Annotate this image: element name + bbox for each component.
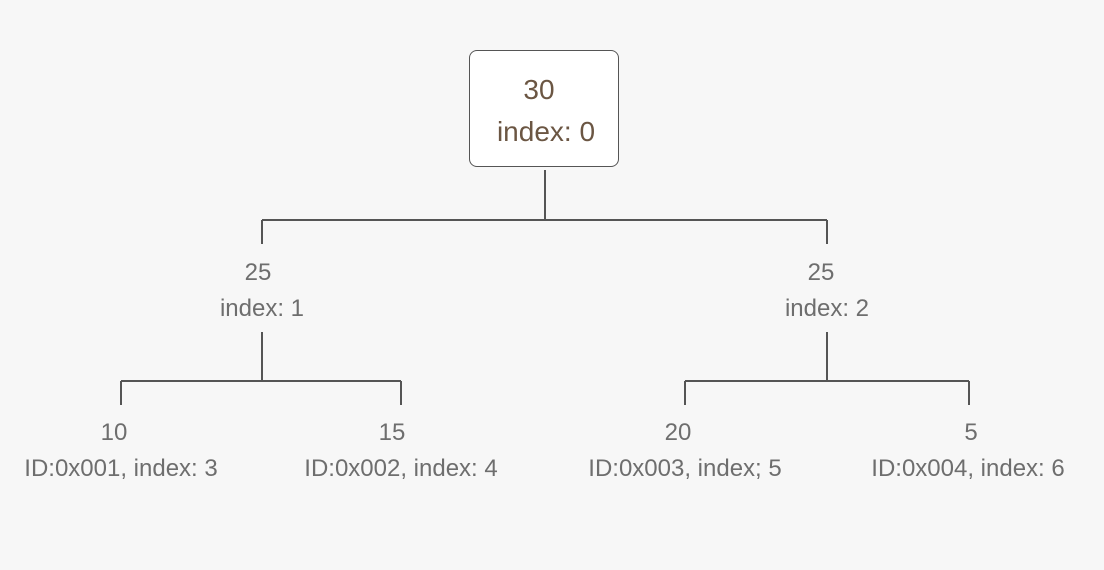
root-node-box: [469, 50, 619, 167]
leaf-node-4-label: ID:0x004, index: 6: [871, 455, 1065, 482]
leaf-node-4-value: 5: [964, 419, 978, 446]
leaf-node-3-value: 20: [664, 419, 692, 446]
leaf-node-3-label: ID:0x003, index; 5: [588, 455, 782, 482]
leaf-node-1-label: ID:0x001, index: 3: [24, 455, 218, 482]
leaf-node-1-value: 10: [100, 419, 128, 446]
leaf-node-2-label: ID:0x002, index: 4: [304, 455, 498, 482]
mid-node-right-value: 25: [807, 259, 835, 286]
root-node-value: 30: [523, 74, 555, 105]
root-node-index: index: 0: [496, 116, 596, 147]
leaf-node-2-value: 15: [378, 419, 406, 446]
mid-node-left-value: 25: [244, 259, 272, 286]
mid-node-left-index: index: 1: [219, 295, 305, 322]
mid-node-right-index: index: 2: [784, 295, 870, 322]
